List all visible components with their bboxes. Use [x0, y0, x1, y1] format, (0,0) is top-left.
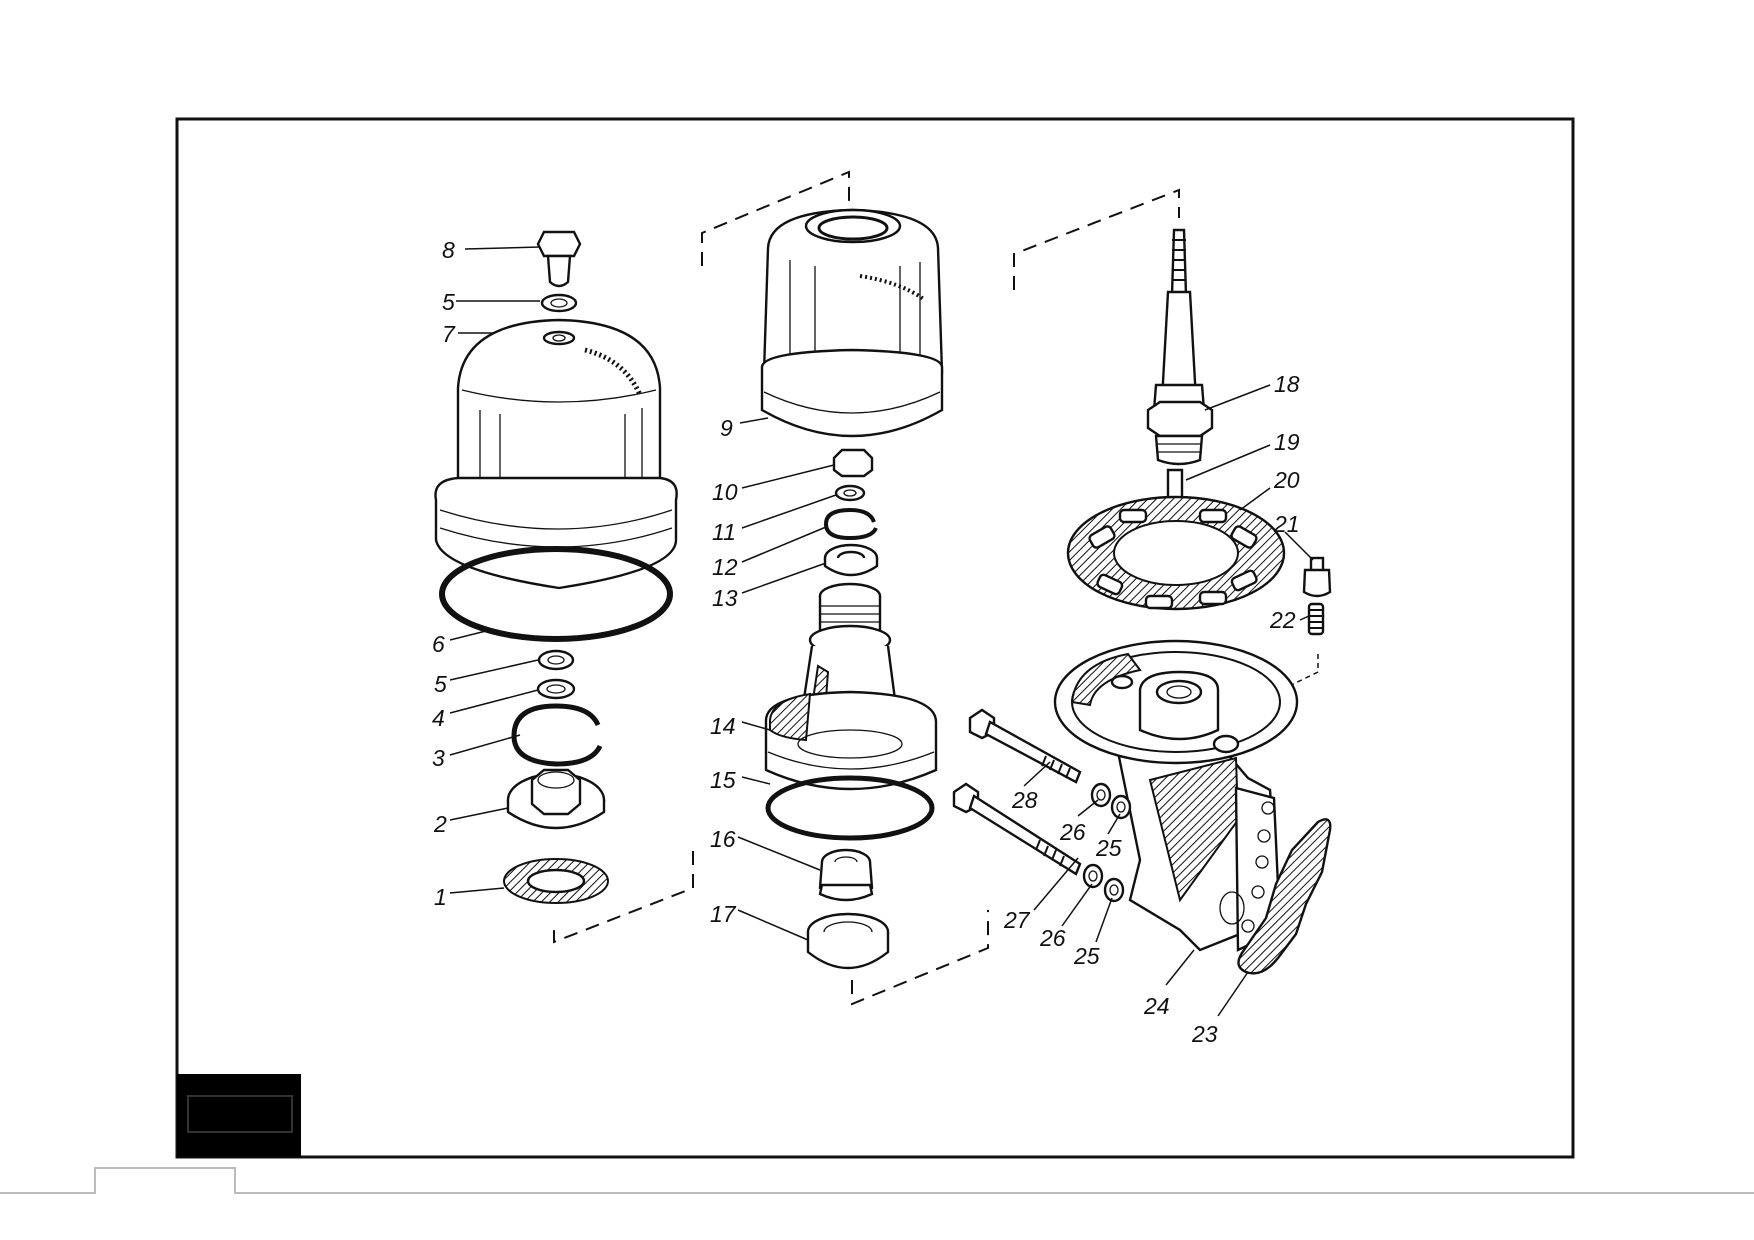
- base-bracket: [1053, 639, 1299, 952]
- callout-8: 8: [442, 237, 455, 263]
- callout-28: 28: [1011, 787, 1038, 813]
- o-ring-large: [439, 546, 673, 642]
- rotor-cover: [760, 208, 944, 438]
- washer-top: [540, 293, 578, 313]
- washer-lower: [537, 649, 575, 671]
- callout-3: 3: [432, 745, 445, 771]
- callout-25: 25: [1073, 943, 1100, 969]
- gasket-23: [1237, 818, 1332, 975]
- bolt-27: [952, 782, 1082, 876]
- callout-5: 5: [434, 671, 447, 697]
- callout-26: 26: [1039, 925, 1066, 951]
- bearing-13: [823, 543, 879, 577]
- callout-14: 14: [710, 713, 736, 739]
- callout-27: 27: [1003, 907, 1031, 933]
- callout-22: 22: [1269, 607, 1296, 633]
- washer-25-lower: [1103, 877, 1125, 903]
- callout-4: 4: [432, 705, 445, 731]
- callout-13: 13: [712, 585, 738, 611]
- left-assembly: [434, 230, 694, 944]
- callout-24: 24: [1143, 993, 1170, 1019]
- callout-25: 25: [1095, 835, 1122, 861]
- callout-numbers: 8 5 7 6 5 4 3 2 1 9 10 11 12 13 14 15 16…: [432, 237, 1300, 1047]
- callout-16: 16: [710, 826, 736, 852]
- callout-1: 1: [434, 884, 447, 910]
- callout-26: 26: [1059, 819, 1086, 845]
- callout-21: 21: [1273, 511, 1300, 537]
- callout-11: 11: [712, 519, 736, 545]
- nut-10: [832, 448, 874, 478]
- washer-4: [536, 678, 576, 700]
- dashed-guide-left: [553, 851, 694, 944]
- callout-18: 18: [1274, 371, 1300, 397]
- spindle-18: [1146, 228, 1214, 466]
- o-ring-15: [765, 775, 935, 841]
- callout-12: 12: [712, 554, 738, 580]
- callout-6: 6: [432, 631, 445, 657]
- washer-11: [834, 484, 866, 502]
- bolt-28: [968, 708, 1082, 784]
- plate-20: [1066, 495, 1286, 611]
- leader-lines: [449, 246, 1314, 1017]
- dashed-guide-right: [1013, 188, 1180, 290]
- corner-block-inset: [187, 1095, 293, 1133]
- washer-26-lower: [1082, 863, 1104, 889]
- rotor-body: [764, 582, 938, 791]
- middle-assembly: [701, 170, 989, 1006]
- filter-housing: [434, 318, 678, 590]
- valve-21: [1302, 556, 1332, 598]
- corner-block: [177, 1074, 301, 1157]
- nozzle-16: [818, 848, 874, 902]
- gasket-left: [503, 858, 609, 904]
- callout-23: 23: [1191, 1021, 1218, 1047]
- bottom-tab-rule: [0, 1167, 1754, 1194]
- drawing-border: [175, 117, 1575, 1159]
- callout-9: 9: [720, 415, 733, 441]
- washer-25-upper: [1110, 794, 1132, 820]
- callout-17: 17: [710, 901, 737, 927]
- ring-12: [823, 507, 878, 541]
- dashed-guide-top-middle: [701, 170, 850, 266]
- snap-ring: [511, 703, 603, 767]
- callout-7: 7: [442, 321, 456, 347]
- callout-5: 5: [442, 289, 455, 315]
- callout-20: 20: [1273, 467, 1300, 493]
- callout-15: 15: [710, 767, 736, 793]
- spring-22: [1307, 602, 1325, 636]
- dashed-guide-bottom-middle: [851, 910, 989, 1006]
- flange-nut: [506, 768, 606, 830]
- callout-2: 2: [433, 811, 447, 837]
- right-assembly: [952, 188, 1332, 975]
- callout-10: 10: [712, 479, 738, 505]
- bearing-17: [806, 912, 890, 970]
- plug-bolt: [536, 230, 582, 288]
- callout-19: 19: [1274, 429, 1300, 455]
